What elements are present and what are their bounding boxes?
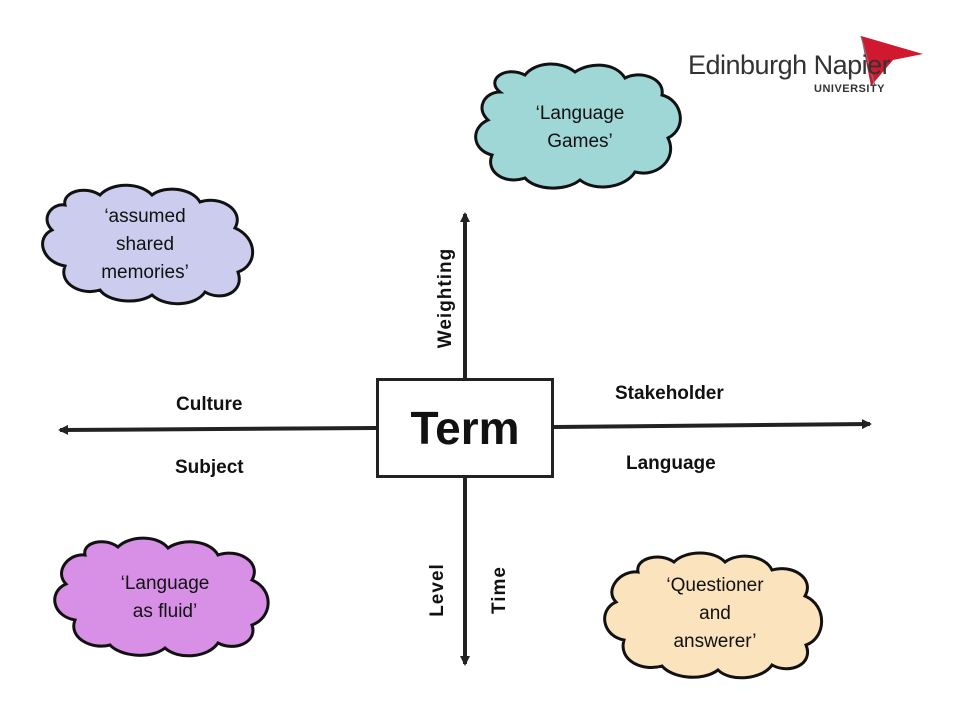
term-label: Term — [410, 402, 520, 454]
axis-label-level: Level — [427, 563, 448, 617]
axis-label-weighting: Weighting — [435, 247, 456, 349]
cloud-text-language-games: ‘Language Games’ — [500, 100, 660, 156]
cloud-text-assumed-shared-memories: ‘assumed shared memories’ — [65, 203, 225, 287]
university-logo: Edinburgh Napier UNIVERSITY — [688, 36, 928, 100]
cloud-line: Games’ — [547, 131, 613, 152]
logo-subtitle: UNIVERSITY — [814, 83, 886, 95]
cloud-line: memories’ — [101, 262, 189, 283]
cloud-line: ‘Questioner — [666, 575, 764, 596]
cloud-line: shared — [115, 234, 175, 255]
cloud-line: ‘Language — [535, 103, 625, 124]
logo-flag-icon — [860, 36, 923, 86]
cloud-line: ‘assumed — [104, 206, 186, 227]
axis-label-subject: Subject — [175, 457, 244, 478]
cloud-assumed-shared-memories — [41, 183, 255, 306]
cloud-line: and — [699, 603, 731, 624]
cloud-line: answerer’ — [673, 631, 757, 652]
axis-label-time: Time — [489, 565, 510, 615]
cloud-line: as fluid’ — [132, 601, 198, 622]
cloud-line: ‘Language — [120, 573, 210, 594]
cloud-questioner-and-answerer — [603, 551, 823, 680]
axis-label-language: Language — [626, 453, 716, 474]
cloud-text-language-as-fluid: ‘Language as fluid’ — [85, 570, 245, 626]
axis-label-culture: Culture — [176, 394, 243, 415]
arrow-right — [553, 419, 872, 430]
cloud-text-questioner-and-answerer: ‘Questioner and answerer’ — [635, 572, 795, 656]
cloud-language-games — [474, 62, 682, 190]
term-box: Term — [376, 378, 554, 478]
axis-label-stakeholder: Stakeholder — [615, 383, 724, 404]
arrow-left — [58, 424, 377, 435]
logo-name: Edinburgh Napier — [688, 50, 891, 80]
cloud-language-as-fluid — [53, 536, 270, 658]
